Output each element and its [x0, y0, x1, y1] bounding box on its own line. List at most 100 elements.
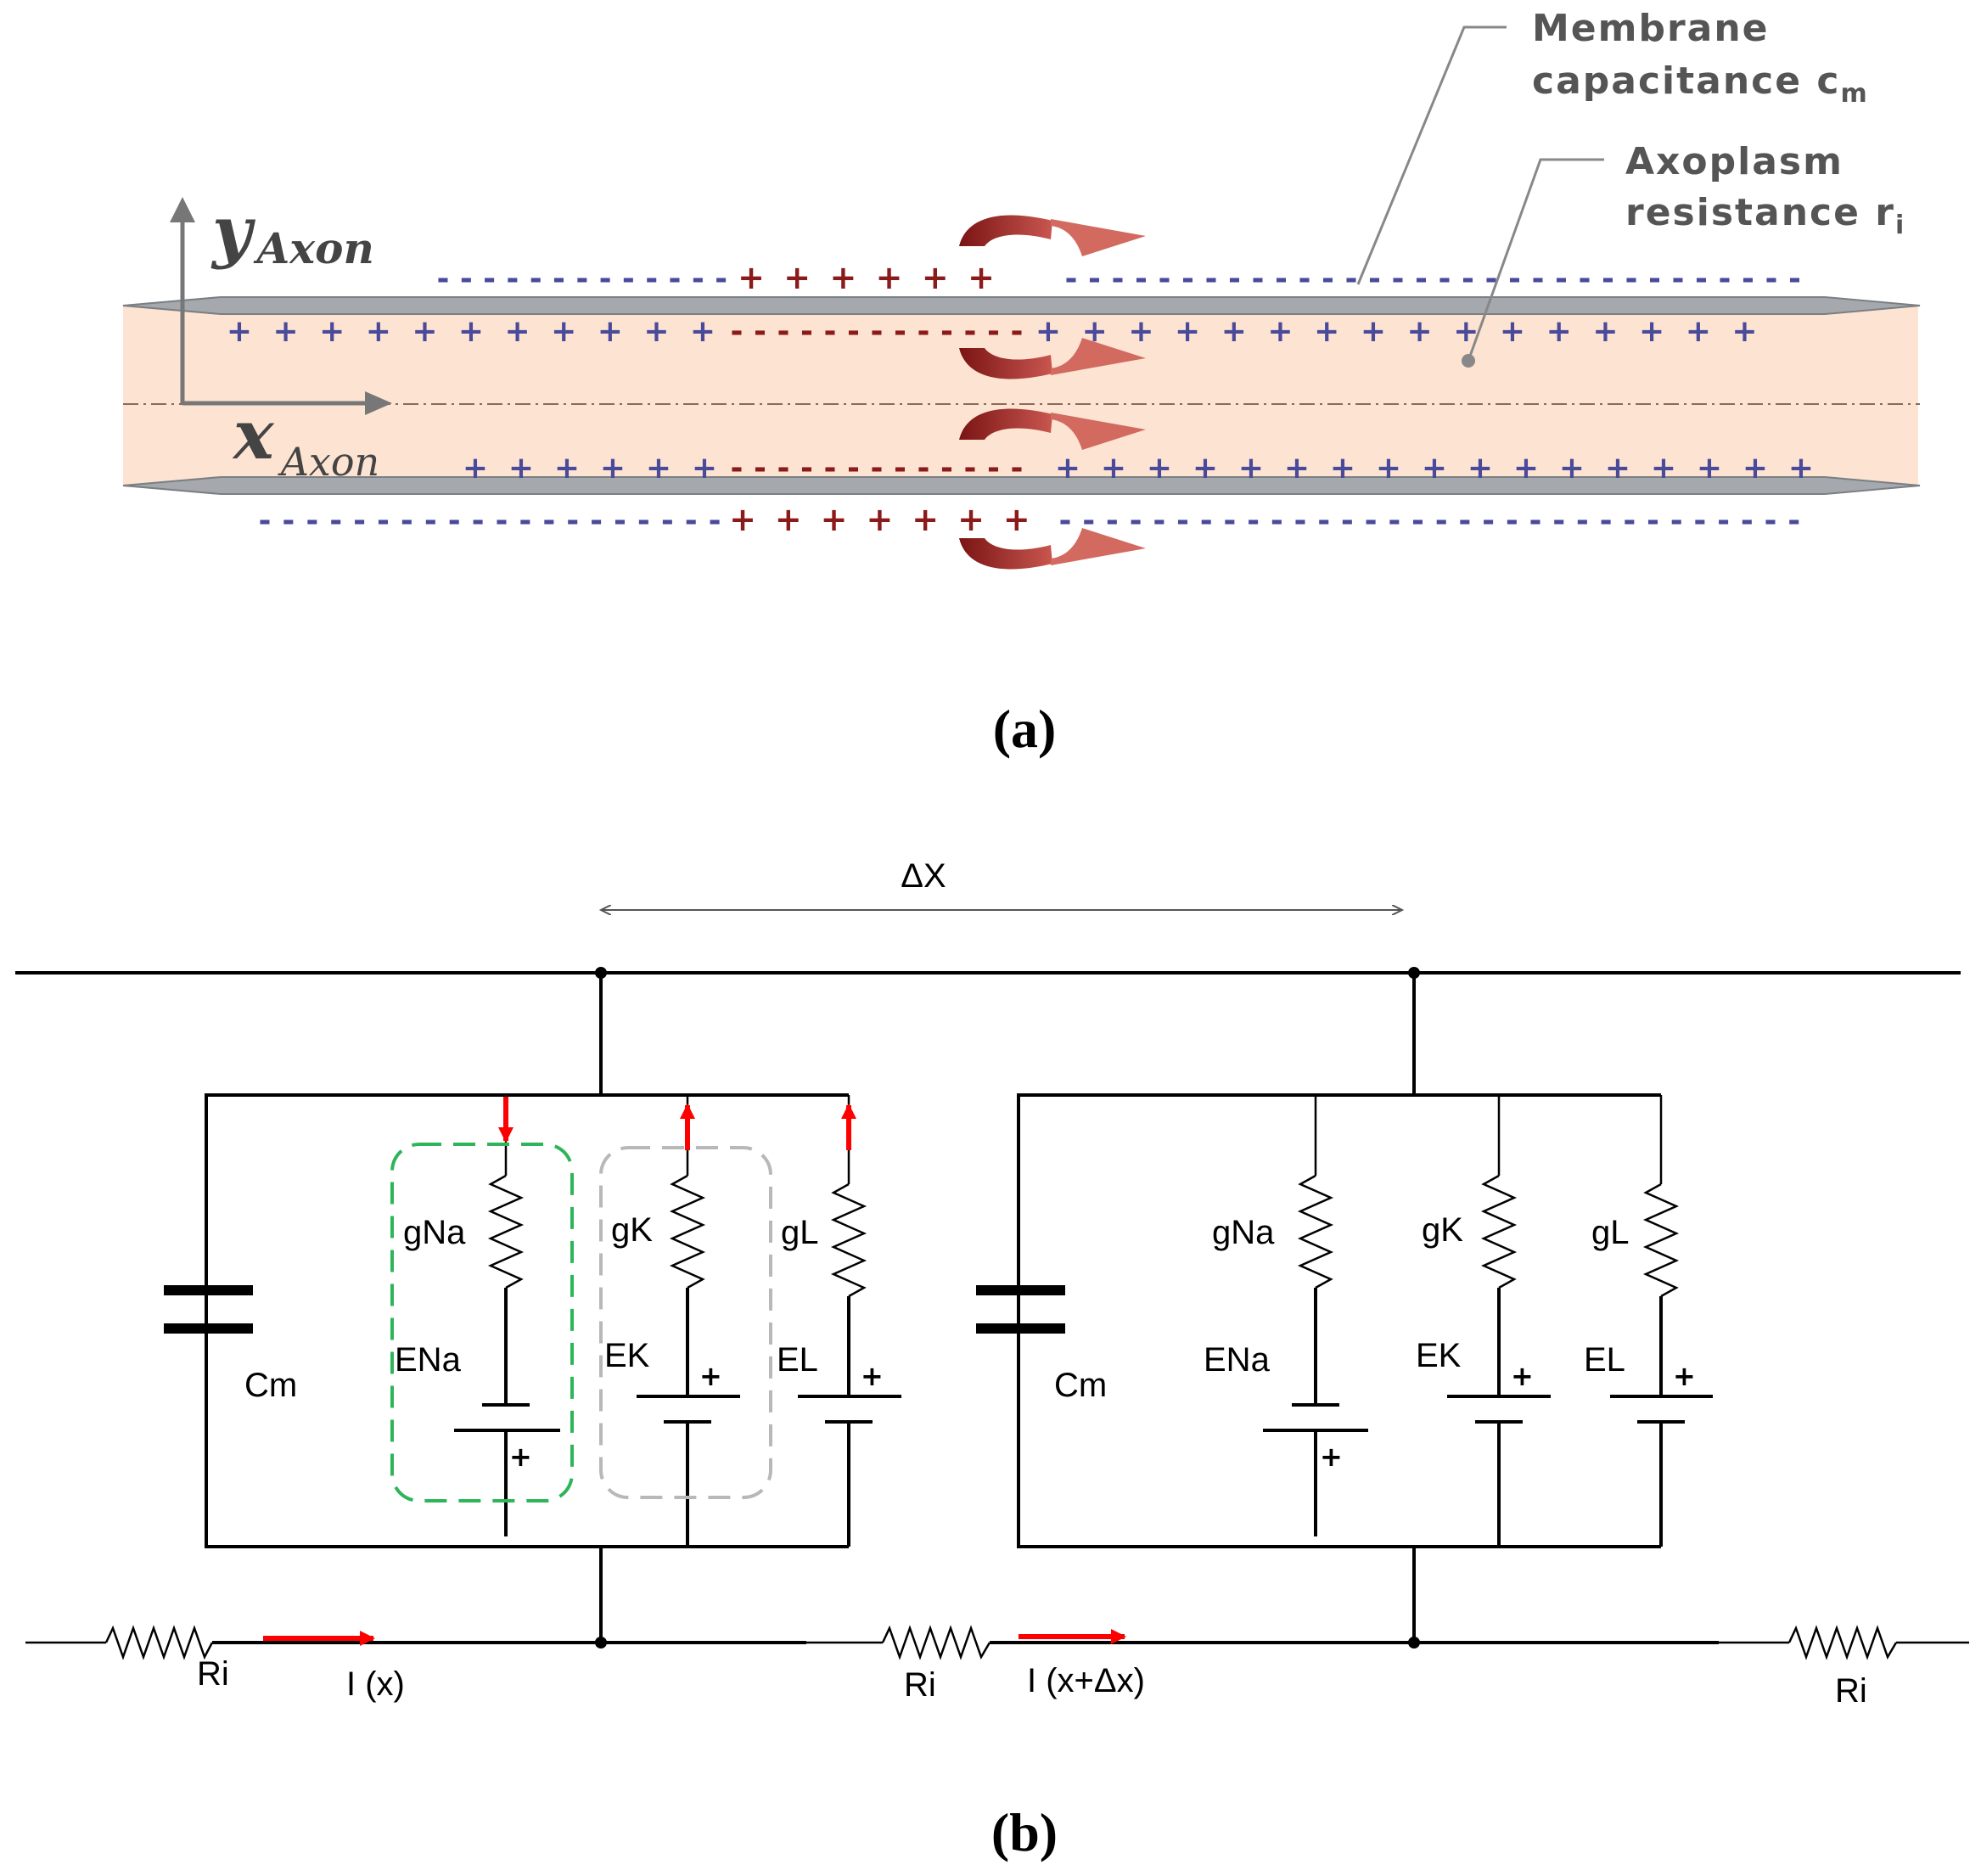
charge-minus: - — [964, 451, 977, 486]
el-label: EL — [1584, 1341, 1625, 1379]
charge-minus: - — [1247, 503, 1260, 538]
charge-plus: + — [505, 314, 530, 349]
charge-plus: + — [783, 259, 811, 296]
charge-plus: + — [598, 314, 623, 349]
charge-plus: + — [227, 314, 252, 349]
charge-plus: + — [1742, 451, 1768, 486]
callout-line-axoplasm — [1467, 158, 1604, 362]
ri-label: Ri — [904, 1666, 936, 1704]
ena-label: ENa — [1204, 1341, 1271, 1379]
callout-dot-axoplasm — [1462, 354, 1475, 368]
charge-plus: + — [690, 314, 716, 349]
battery-plus: + — [1320, 1441, 1343, 1473]
el-label: EL — [777, 1341, 818, 1379]
charge-minus: - — [645, 261, 658, 296]
charge-minus: - — [530, 261, 542, 296]
charge-minus: - — [894, 314, 906, 349]
charge-plus: + — [273, 314, 299, 349]
charge-minus: - — [1717, 503, 1730, 538]
current-label-ix: I (x) — [346, 1665, 405, 1703]
callout-membrane-line2: capacitance cm — [1532, 59, 1869, 109]
charge-plus: + — [829, 259, 856, 296]
current-label-ix-dx: I (x+Δx) — [1027, 1662, 1145, 1699]
charge-plus: + — [775, 501, 802, 538]
charge-minus: - — [306, 503, 318, 538]
gk-label: gK — [1422, 1211, 1463, 1249]
current-arrow-icon — [1051, 413, 1146, 450]
charge-minus: - — [800, 451, 813, 486]
current-arrow-icon — [1051, 219, 1146, 256]
resistor-gl — [830, 1182, 867, 1298]
charge-minus: - — [1506, 503, 1518, 538]
charge-plus: + — [1361, 314, 1386, 349]
charge-minus: - — [1670, 503, 1683, 538]
charge-minus: - — [1159, 261, 1171, 296]
panel-b: ΔX Ri Ri Ri I (x) I (x+Δx) — [15, 857, 1969, 1862]
callout-line-membrane — [1356, 25, 1507, 285]
charge-minus: - — [1176, 503, 1189, 538]
resistor-ri — [104, 1625, 214, 1660]
charge-minus: - — [1741, 503, 1754, 538]
cm-label: Cm — [1054, 1367, 1107, 1404]
charge-minus: - — [715, 261, 727, 296]
charge-plus: + — [1500, 314, 1525, 349]
gna-label: gNa — [403, 1214, 466, 1251]
charge-minus: - — [847, 451, 860, 486]
charge-minus: - — [871, 314, 884, 349]
charge-plus: + — [412, 314, 437, 349]
charge-minus: - — [918, 314, 930, 349]
panel-b-label: (b) — [991, 1802, 1058, 1862]
resistor-gna — [487, 1174, 525, 1289]
charge-plus: + — [1546, 314, 1572, 349]
charge-minus: - — [1322, 261, 1334, 296]
panel-a-label: (a) — [993, 699, 1057, 759]
charge-plus: + — [922, 259, 949, 296]
charge-minus: - — [448, 503, 461, 538]
charge-minus: - — [1317, 503, 1330, 538]
charge-minus: - — [483, 261, 496, 296]
charge-plus: + — [458, 314, 484, 349]
charge-minus: - — [259, 503, 272, 538]
charge-minus: - — [1482, 503, 1495, 538]
cell-frame — [205, 1093, 849, 1548]
charge-minus: - — [1365, 503, 1378, 538]
current-arrow-icon — [959, 538, 1052, 570]
charge-minus: - — [1392, 261, 1405, 296]
charge-plus: + — [1788, 451, 1814, 486]
charge-plus: + — [643, 314, 669, 349]
charge-minus: - — [987, 314, 1000, 349]
charge-minus: - — [871, 451, 884, 486]
charge-minus: - — [1135, 261, 1148, 296]
charge-minus: - — [622, 261, 635, 296]
charge-plus: + — [1035, 314, 1061, 349]
charge-minus: - — [496, 503, 508, 538]
charge-plus: + — [508, 451, 534, 486]
charge-minus: - — [1271, 503, 1283, 538]
charge-minus: - — [987, 451, 1000, 486]
resistor-gl — [1642, 1182, 1680, 1298]
charge-plus: + — [1376, 451, 1401, 486]
charge-plus: + — [1101, 451, 1126, 486]
charge-minus: - — [542, 503, 555, 538]
charge-minus: - — [460, 261, 473, 296]
charge-minus: - — [353, 503, 366, 538]
ri-label: Ri — [197, 1655, 229, 1693]
current-arrow-icon — [1051, 528, 1146, 565]
charge-plus: + — [1193, 451, 1218, 486]
charge-minus: - — [1011, 451, 1024, 486]
charge-minus: - — [1275, 261, 1288, 296]
charge-minus: - — [1647, 503, 1659, 538]
charge-minus: - — [1439, 261, 1451, 296]
charge-plus: + — [551, 314, 576, 349]
charge-minus: - — [1602, 261, 1614, 296]
charge-plus: + — [1592, 314, 1618, 349]
charge-minus: - — [424, 503, 437, 538]
charge-minus: - — [777, 451, 790, 486]
charge-minus: - — [1112, 261, 1125, 296]
current-arrow-icon — [1051, 338, 1146, 375]
charge-minus: - — [1252, 261, 1265, 296]
charge-minus: - — [1153, 503, 1165, 538]
charge-plus: + — [1147, 451, 1172, 486]
